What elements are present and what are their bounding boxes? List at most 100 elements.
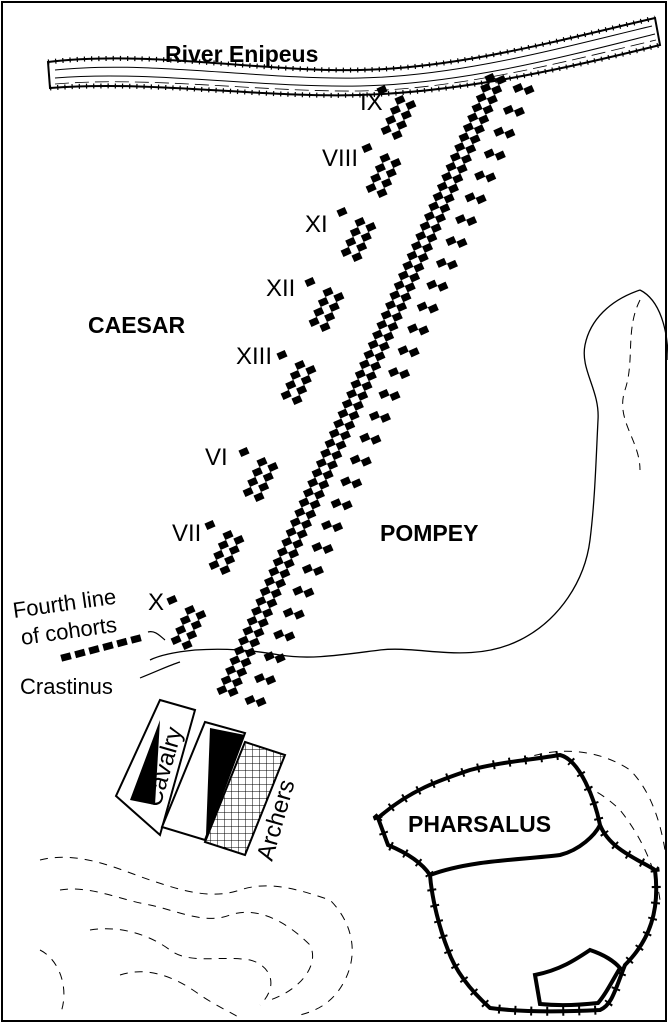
cohort-block bbox=[289, 517, 302, 528]
cohort-block bbox=[249, 637, 261, 648]
cohort-block bbox=[478, 114, 490, 125]
cohort-block bbox=[328, 301, 340, 313]
cohort-block bbox=[390, 158, 402, 169]
cohort-block bbox=[336, 206, 348, 218]
pharsalus-walls bbox=[372, 750, 661, 1016]
cohort-block bbox=[465, 144, 477, 155]
cohort-block bbox=[484, 72, 496, 84]
cohort-block bbox=[406, 250, 418, 261]
fourth-line-cohort bbox=[88, 645, 100, 655]
cohort-block bbox=[217, 539, 229, 551]
cohort-block bbox=[397, 345, 409, 356]
legion-label-vii: VII bbox=[172, 520, 201, 547]
cohort-block bbox=[385, 167, 397, 179]
cohort-block bbox=[378, 341, 390, 352]
cohort-block bbox=[504, 128, 516, 139]
cohort-block bbox=[360, 456, 372, 467]
cohort-block bbox=[376, 84, 388, 96]
cohort-block bbox=[255, 596, 267, 607]
cohort-block bbox=[300, 519, 313, 530]
cohort-block bbox=[272, 556, 284, 567]
cohort-block bbox=[404, 282, 416, 293]
cohort-block bbox=[244, 694, 256, 706]
cohort-block bbox=[350, 378, 362, 390]
cohort-block bbox=[432, 191, 444, 202]
cohort-block bbox=[300, 374, 312, 386]
river-label: River Enipeus bbox=[165, 41, 318, 67]
cohort-block bbox=[494, 150, 506, 161]
cohort-block bbox=[266, 598, 278, 609]
cohort-block bbox=[385, 114, 397, 125]
cohort-block bbox=[257, 617, 269, 628]
cohort-block bbox=[409, 272, 421, 283]
cohort-block bbox=[436, 181, 448, 192]
cohort-block bbox=[242, 625, 254, 636]
cohort-block bbox=[354, 216, 366, 228]
river-enipeus bbox=[46, 15, 662, 98]
cohort-block bbox=[246, 615, 258, 626]
legion-label-xi: XI bbox=[305, 211, 328, 238]
legion-label-xiii: XIII bbox=[236, 343, 272, 370]
cohort-block bbox=[413, 262, 425, 273]
cohort-block bbox=[313, 306, 325, 317]
cohort-block bbox=[179, 614, 191, 626]
cohort-block bbox=[367, 339, 379, 350]
cohort-block bbox=[421, 242, 434, 253]
cohort-block bbox=[339, 430, 351, 441]
cohort-block bbox=[475, 92, 487, 103]
cohort-block bbox=[389, 104, 401, 116]
cohort-block bbox=[383, 331, 395, 342]
cavalry-block bbox=[114, 698, 247, 842]
cohort-block bbox=[292, 585, 304, 596]
cohort-block bbox=[181, 639, 193, 650]
cohort-block bbox=[341, 398, 353, 409]
cohort-block bbox=[379, 412, 391, 423]
cohort-block bbox=[464, 192, 476, 203]
legion-label-xii: XII bbox=[266, 275, 295, 302]
cohort-block bbox=[190, 619, 202, 631]
cohort-formations bbox=[166, 72, 535, 708]
cohort-block bbox=[259, 586, 271, 597]
cohort-block bbox=[213, 549, 225, 560]
cohort-block bbox=[324, 438, 336, 449]
cohort-block bbox=[473, 124, 485, 135]
cohort-block bbox=[242, 486, 254, 497]
cohort-block bbox=[480, 82, 492, 93]
cohort-block bbox=[238, 635, 250, 646]
cohort-block bbox=[354, 369, 366, 380]
cohort-block bbox=[302, 487, 314, 498]
cohort-block bbox=[326, 459, 338, 470]
cohort-block bbox=[396, 119, 408, 131]
cohort-block bbox=[175, 624, 187, 635]
cohort-block bbox=[313, 489, 325, 500]
cohort-block bbox=[391, 311, 403, 322]
cohort-block bbox=[513, 106, 525, 117]
cohort-block bbox=[361, 380, 373, 392]
cohort-block bbox=[333, 292, 345, 303]
cohort-block bbox=[349, 454, 361, 465]
cohort-block bbox=[379, 152, 391, 164]
cohort-block bbox=[381, 177, 393, 189]
cohort-block bbox=[365, 371, 377, 382]
cohort-block bbox=[258, 481, 270, 493]
cohort-block bbox=[435, 257, 447, 268]
cohort-block bbox=[229, 655, 241, 666]
cohort-block bbox=[388, 367, 400, 378]
cohort-block bbox=[445, 161, 457, 172]
cohort-block bbox=[346, 388, 358, 399]
contour-line bbox=[622, 299, 641, 471]
cohort-block bbox=[291, 394, 303, 405]
cohort-block bbox=[308, 316, 320, 327]
cohort-block bbox=[236, 667, 248, 678]
cohort-block bbox=[370, 434, 382, 445]
cohort-block bbox=[319, 321, 331, 332]
cohort-block bbox=[322, 543, 334, 555]
cohort-block bbox=[311, 541, 323, 553]
cohort-block bbox=[285, 527, 297, 538]
cohort-block bbox=[352, 400, 364, 411]
cohort-block bbox=[216, 684, 228, 696]
cohort-block bbox=[356, 241, 368, 253]
cohort-block bbox=[320, 448, 332, 459]
cohort-block bbox=[370, 361, 382, 372]
fourth-line-cohort bbox=[60, 652, 72, 662]
